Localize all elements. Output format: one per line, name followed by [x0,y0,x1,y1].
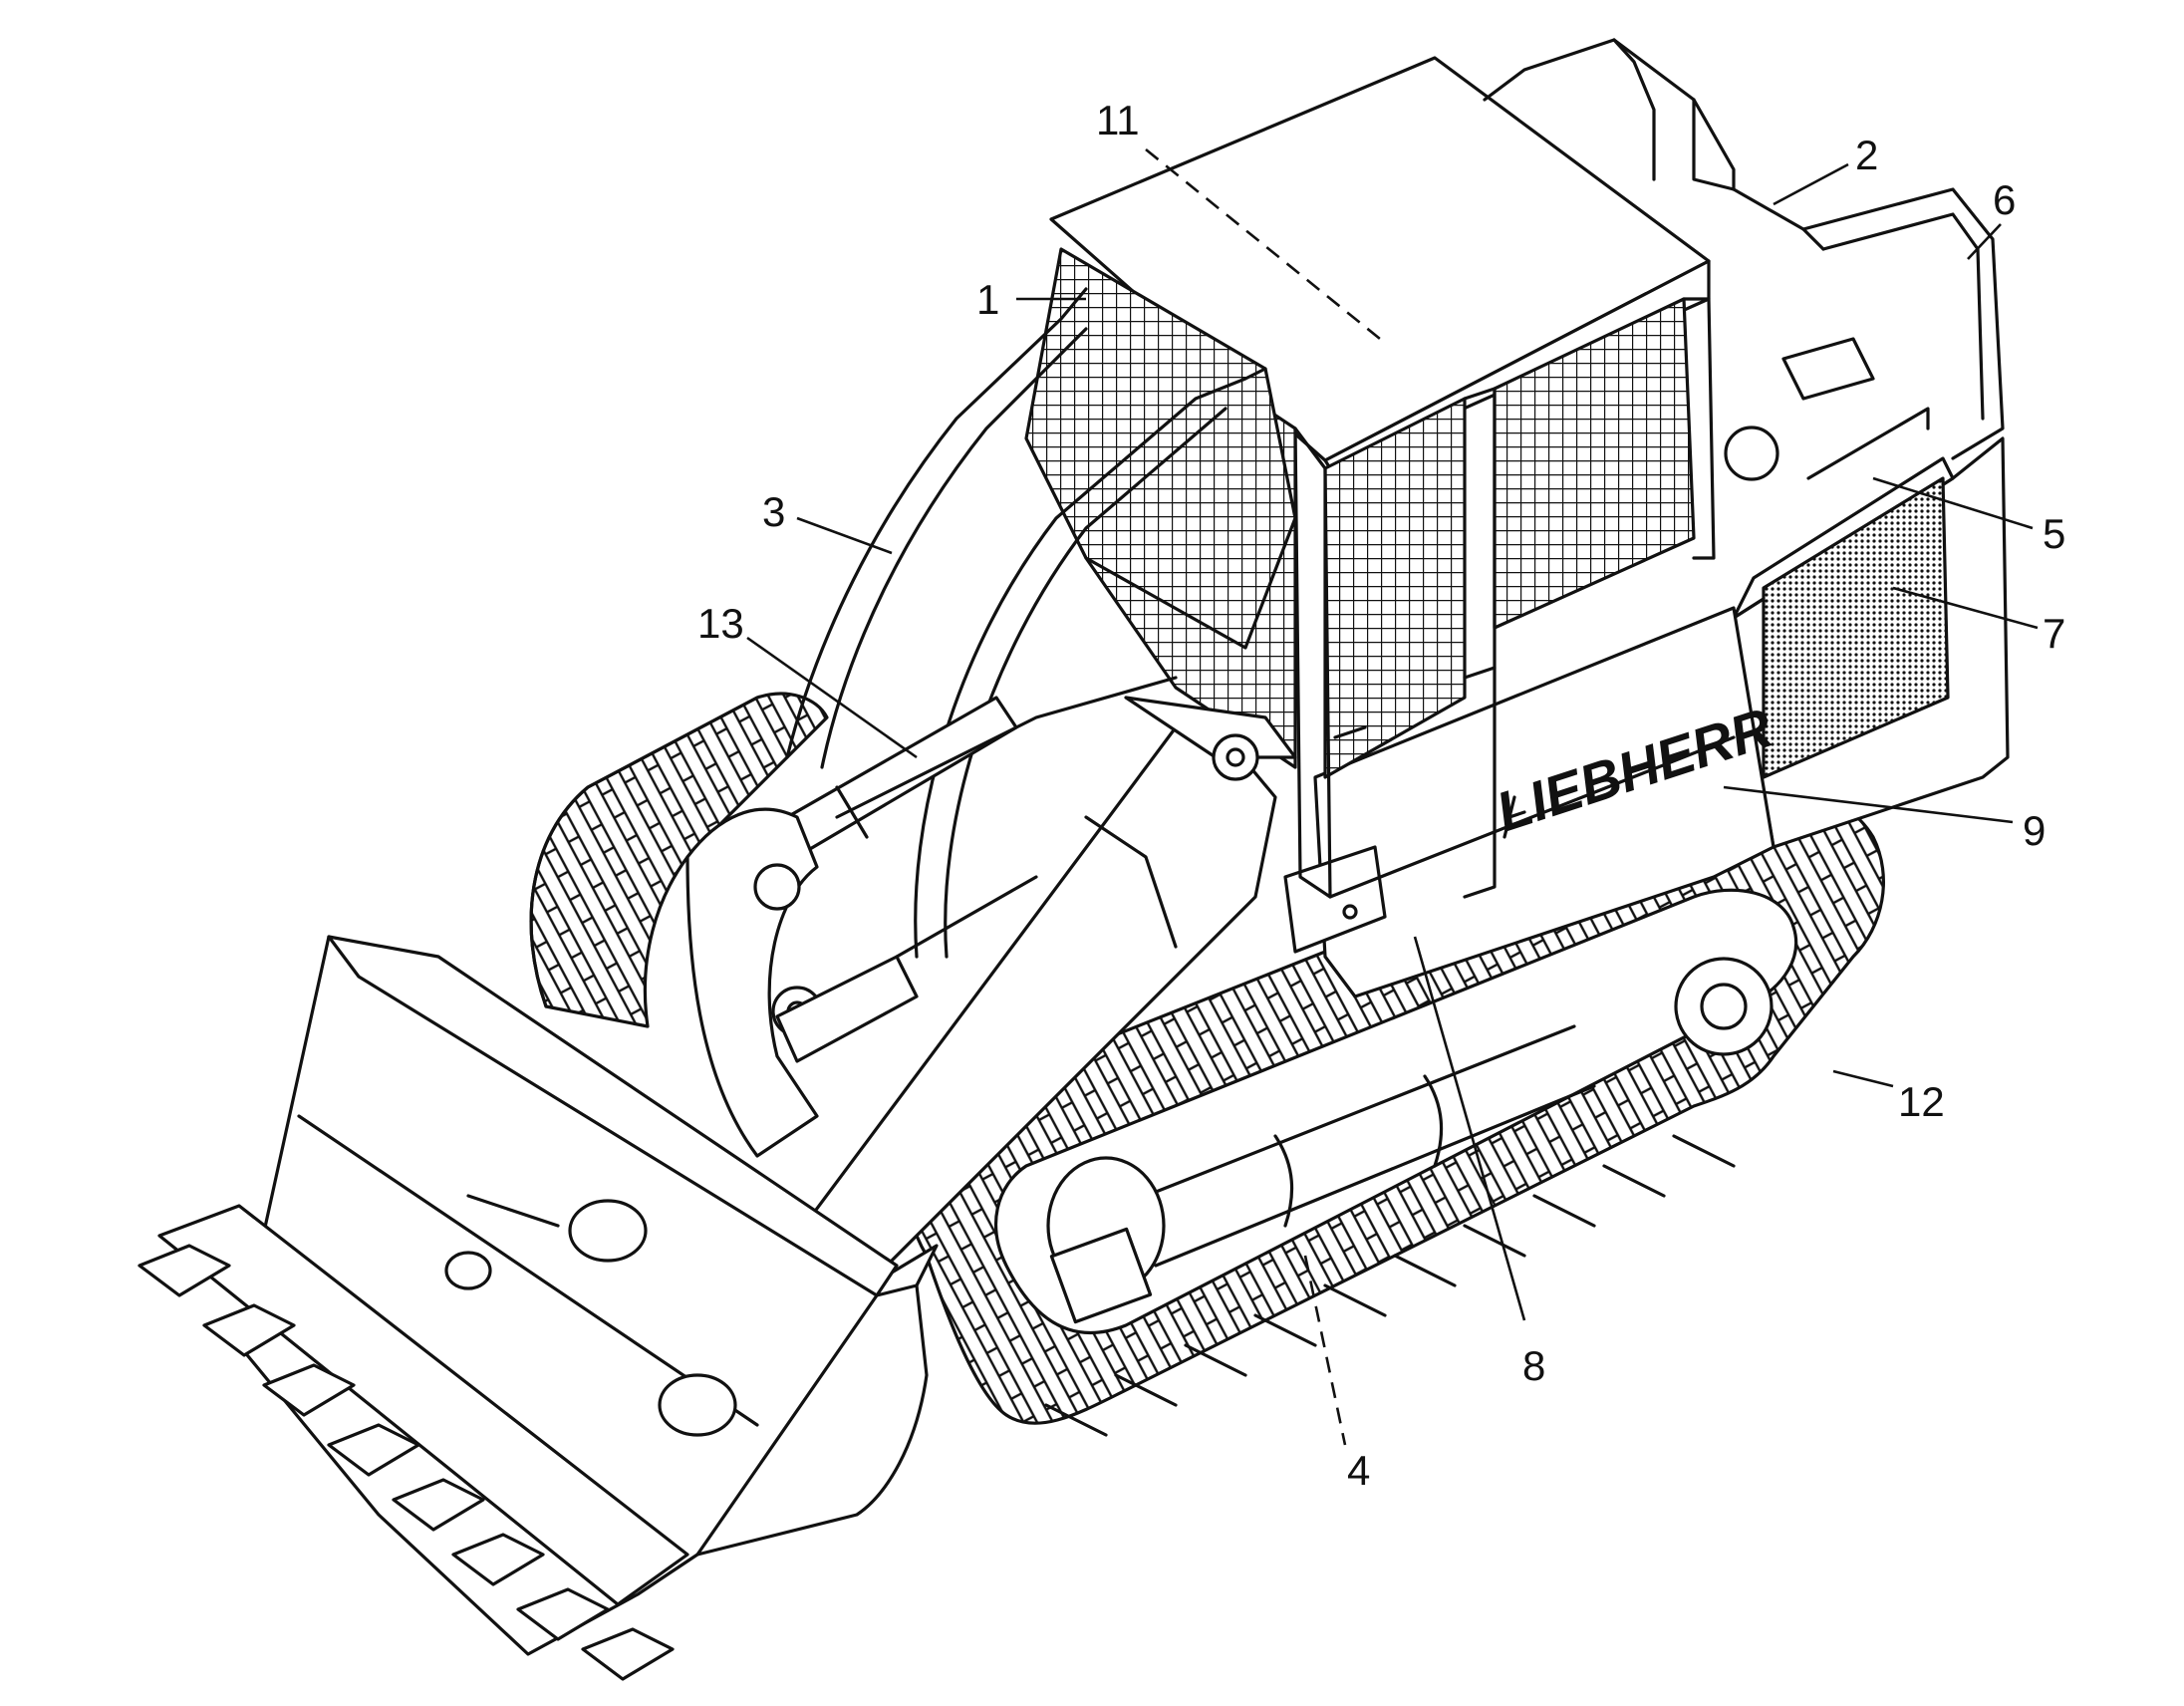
rear-frame [1483,38,2005,481]
leader-lines [746,147,2039,1446]
callout-8: 8 [1522,1342,1545,1389]
callout-5: 5 [2043,510,2065,557]
engine-grille [1762,476,1950,779]
right-track [905,785,1885,1437]
callout-12: 12 [1898,1078,1945,1125]
callout-11: 11 [1096,97,1140,143]
callout-13: 13 [697,600,744,647]
callout-3: 3 [762,488,785,535]
rear-left-track [529,692,829,1028]
bucket [137,935,939,1681]
callout-6: 6 [1993,176,2016,223]
callout-4: 4 [1347,1447,1370,1494]
callout-1: 1 [976,276,999,323]
front-guard [785,247,1297,959]
machine-body: LIEBHERR [1283,436,2010,998]
bucket-teeth [137,1244,675,1681]
callout-7: 7 [2043,610,2065,657]
callout-2: 2 [1855,132,1878,178]
callout-labels: 1 2 3 4 5 6 7 8 9 11 12 13 [697,97,2065,1494]
lift-arm [685,676,1297,1317]
callout-9: 9 [2023,807,2046,854]
